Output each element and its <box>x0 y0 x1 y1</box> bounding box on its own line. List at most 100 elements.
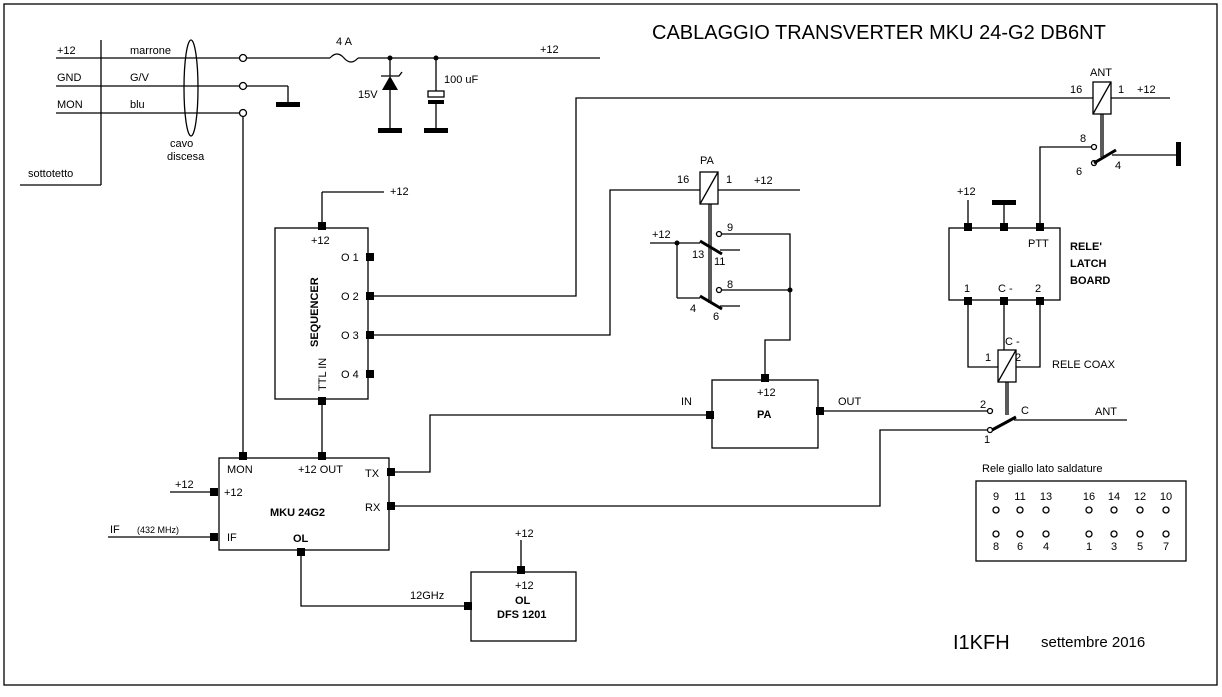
latch-pin1-label: 1 <box>964 283 970 295</box>
pinout-box <box>975 480 1187 562</box>
ground-symbol-2 <box>378 128 402 133</box>
latch-pinc-label: C - <box>998 283 1013 295</box>
pinout-top-pin <box>1162 506 1170 514</box>
terminal-12 <box>238 53 248 63</box>
latch-pin2-label: 2 <box>1035 283 1041 295</box>
ol-block: +12 +12 OL DFS 1201 <box>464 528 577 642</box>
pinout-bottom-pin <box>1162 530 1170 538</box>
location-label: sottotetto <box>28 168 73 180</box>
ol-title: OL <box>515 595 531 607</box>
wire-color-blu: blu <box>130 99 145 111</box>
latch-board: +12 PTT 1 C - 2 RELE' LATCH BOARD <box>948 186 1110 368</box>
mku-rx-label: RX <box>365 502 381 514</box>
pa-relay-pin9: 9 <box>727 222 733 234</box>
pinout-bottom-label: 5 <box>1137 541 1143 553</box>
pinout-top-pin <box>1016 506 1024 514</box>
mku-block: MON +12 OUT TX RX +12 MKU 24G2 IF OL +12… <box>108 414 988 607</box>
author-callsign: I1KFH <box>953 632 1010 654</box>
mku-mon-label: MON <box>227 464 253 476</box>
pinout-top-pin <box>1042 506 1050 514</box>
pinout-bottom-label: 6 <box>1017 541 1023 553</box>
sequencer-o4-label: O 4 <box>341 369 359 381</box>
wire-12-label: +12 <box>57 45 76 57</box>
ant-relay-pin8: 8 <box>1080 133 1086 145</box>
cable-bundle-marker <box>183 39 199 137</box>
wire-color-marrone: marrone <box>130 45 171 57</box>
if-input-label: IF <box>110 524 120 536</box>
pa-relay: PA 16 1 +12 9 +12 13 11 8 4 6 <box>650 155 800 376</box>
sequencer-box <box>274 227 369 400</box>
wire-gnd-label: GND <box>57 72 82 84</box>
ground-symbol-1 <box>276 102 300 107</box>
sequencer-title: SEQUENCER <box>309 277 321 347</box>
pinout-title: Rele giallo lato saldature <box>982 463 1102 475</box>
sequencer-o1-label: O 1 <box>341 252 359 264</box>
pinout-bottom-pin <box>992 530 1000 538</box>
pinout-top-pin <box>1085 506 1093 514</box>
pa-relay-pin6: 6 <box>713 311 719 323</box>
sequencer-block: +12 +12 SEQUENCER TTL IN O 1 O 2 O 3 O 4 <box>274 97 1093 456</box>
zener-label: 15V <box>358 89 378 101</box>
pinout-bottom-pin <box>1136 530 1144 538</box>
pinout-top-label: 9 <box>993 491 999 503</box>
pa-relay-supply: +12 <box>754 175 773 187</box>
pinout-top-label: 13 <box>1040 491 1052 503</box>
terminal-gnd <box>238 81 248 91</box>
pa-relay-pin11: 11 <box>714 256 725 268</box>
pa-relay-12-label: +12 <box>652 229 671 241</box>
diagram-title: CABLAGGIO TRANSVERTER MKU 24-G2 DB6NT <box>652 22 1106 44</box>
mku-supply-label: +12 <box>175 479 194 491</box>
coax-relay-title: RELE COAX <box>1052 359 1116 371</box>
cable-entry: sottotetto +12 GND MON marrone G/V blu c… <box>20 39 300 456</box>
latch-supply-label: +12 <box>957 186 976 198</box>
ant-relay: ANT 16 1 +12 8 6 4 <box>1039 67 1181 226</box>
pa-relay-title: PA <box>700 155 715 167</box>
coax-relay-pinc: C - <box>1005 336 1020 348</box>
capacitor-label: 100 uF <box>444 74 479 86</box>
pinout-bottom-pin <box>1042 530 1050 538</box>
coax-switch-pinc: C <box>1021 405 1029 417</box>
pa-12-label: +12 <box>757 387 776 399</box>
pa-out-label: OUT <box>838 396 862 408</box>
terminal-mon <box>238 108 248 118</box>
ant-relay-pin6: 6 <box>1076 166 1082 178</box>
ant-relay-title: ANT <box>1090 67 1112 79</box>
ground-symbol-3 <box>424 128 448 133</box>
pinout-top-pin <box>1136 506 1144 514</box>
pa-box <box>711 379 819 449</box>
supply-12-label: +12 <box>540 44 559 56</box>
sequencer-o3-label: O 3 <box>341 330 359 342</box>
pinout-bottom-label: 7 <box>1163 541 1169 553</box>
pinout-bottom-label: 4 <box>1043 541 1049 553</box>
fuse-label: 4 A <box>336 36 353 48</box>
mku-in12-label: +12 <box>224 487 243 499</box>
pinout-top-label: 12 <box>1134 491 1146 503</box>
diagram-date: settembre 2016 <box>1041 634 1145 651</box>
cable-name-1: cavo <box>170 138 193 150</box>
pinout-top-pin <box>992 506 1000 514</box>
pinout-bottom-label: 8 <box>993 541 999 553</box>
pa-relay-pin1: 1 <box>726 174 732 186</box>
pinout-bottom-label: 3 <box>1111 541 1117 553</box>
ol-model: DFS 1201 <box>497 609 547 621</box>
pinout-top-label: 16 <box>1083 491 1095 503</box>
supply-section: 4 A +12 15V 100 uF <box>247 36 600 133</box>
capacitor-symbol <box>427 90 445 98</box>
coax-ant-label: ANT <box>1095 406 1117 418</box>
coax-switch-pin2: 2 <box>980 399 986 411</box>
pinout-bottom-pin <box>1085 530 1093 538</box>
sequencer-o2-label: O 2 <box>341 291 359 303</box>
latch-title-1: RELE' <box>1070 241 1102 253</box>
coax-relay: C - 1 2 RELE COAX 2 1 C ANT <box>980 336 1127 446</box>
ol-supply-label: +12 <box>515 528 534 540</box>
ant-relay-pin4: 4 <box>1115 160 1121 172</box>
coax-relay-pin2: 2 <box>1015 352 1021 364</box>
mku-title: MKU 24G2 <box>270 507 325 519</box>
wire-mon-label: MON <box>57 99 83 111</box>
mku-if-label: IF <box>227 532 237 544</box>
pinout-top-pin <box>1110 506 1118 514</box>
pa-relay-pin4: 4 <box>690 303 696 315</box>
pa-in-label: IN <box>681 396 692 408</box>
